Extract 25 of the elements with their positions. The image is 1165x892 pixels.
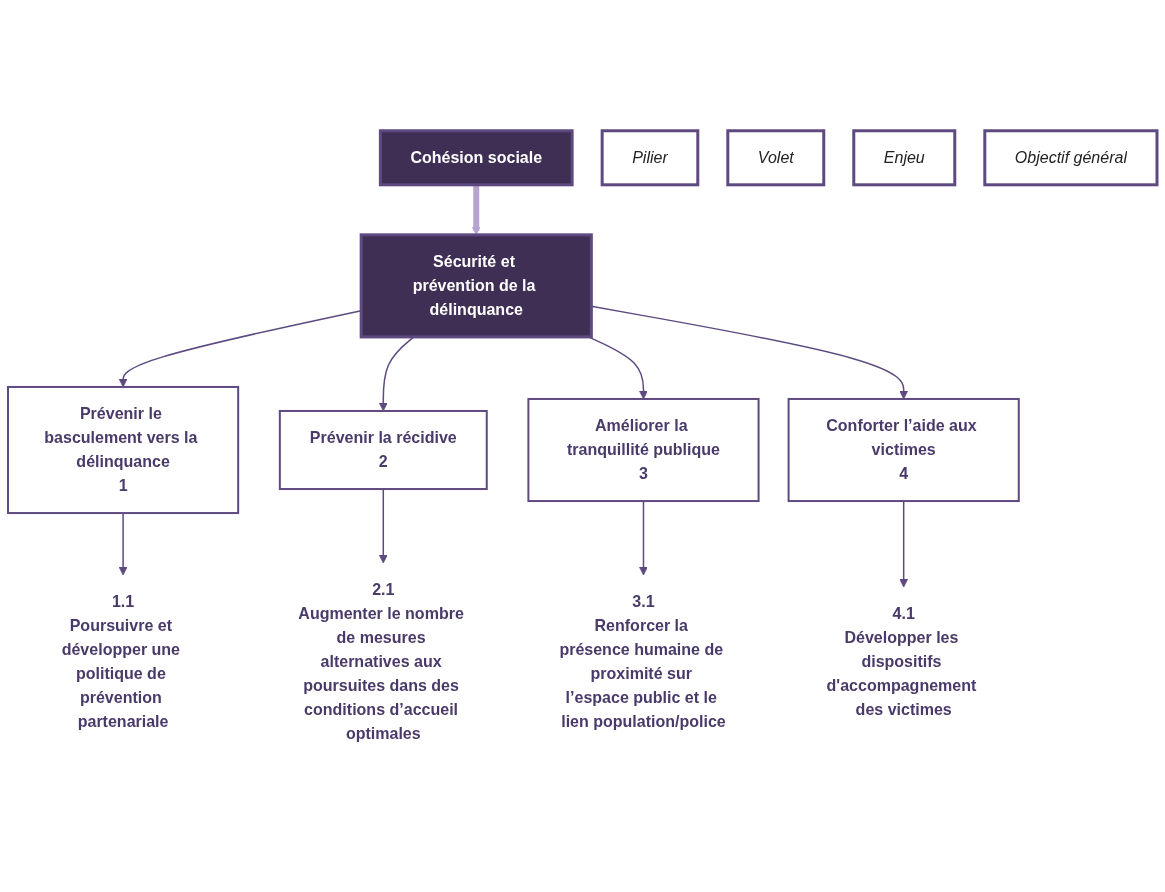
node-label: 3.1 — [632, 593, 655, 611]
node-box: Pilier — [600, 129, 700, 187]
node-box: Sécurité et prévention de la délinquance — [359, 233, 593, 339]
node-text: Augmenter le nombre de mesures alternatives aux poursuites dans des conditions d’accueil optimales — [298, 605, 464, 743]
node-text: Renforcer la présence humaine de proximité sur l’espace public et le lien population/police — [559, 617, 726, 731]
arrow — [899, 500, 909, 588]
arrow — [378, 336, 415, 412]
node-text: Poursuivre et développer une politique de prévention partenariale — [61, 617, 181, 731]
node-label: 2.1 — [372, 581, 395, 599]
arrow — [639, 500, 648, 576]
node-box: Objectif général — [983, 129, 1159, 187]
node-label: 1.1 — [111, 593, 135, 611]
node-box: Conforter l’aide aux victimes 4 — [787, 397, 1020, 503]
node-box: Enjeu — [852, 129, 957, 187]
node-box: Cohésion sociale — [378, 129, 574, 187]
node-text: Développer les dispositifs d'accompagnement des victimes — [826, 629, 977, 719]
node-box: Prévenir le basculement vers la délinquance 1 — [7, 385, 240, 515]
node-box: Volet — [726, 129, 826, 187]
arrow — [378, 488, 388, 564]
node-box: Améliorer la tranquillité publique 3 — [527, 397, 760, 503]
arrow — [118, 309, 362, 388]
node-label: 4.1 — [892, 605, 915, 623]
node-box: Prévenir la récidive 2 — [278, 409, 488, 491]
arrow — [118, 512, 128, 576]
arrow — [587, 336, 648, 400]
